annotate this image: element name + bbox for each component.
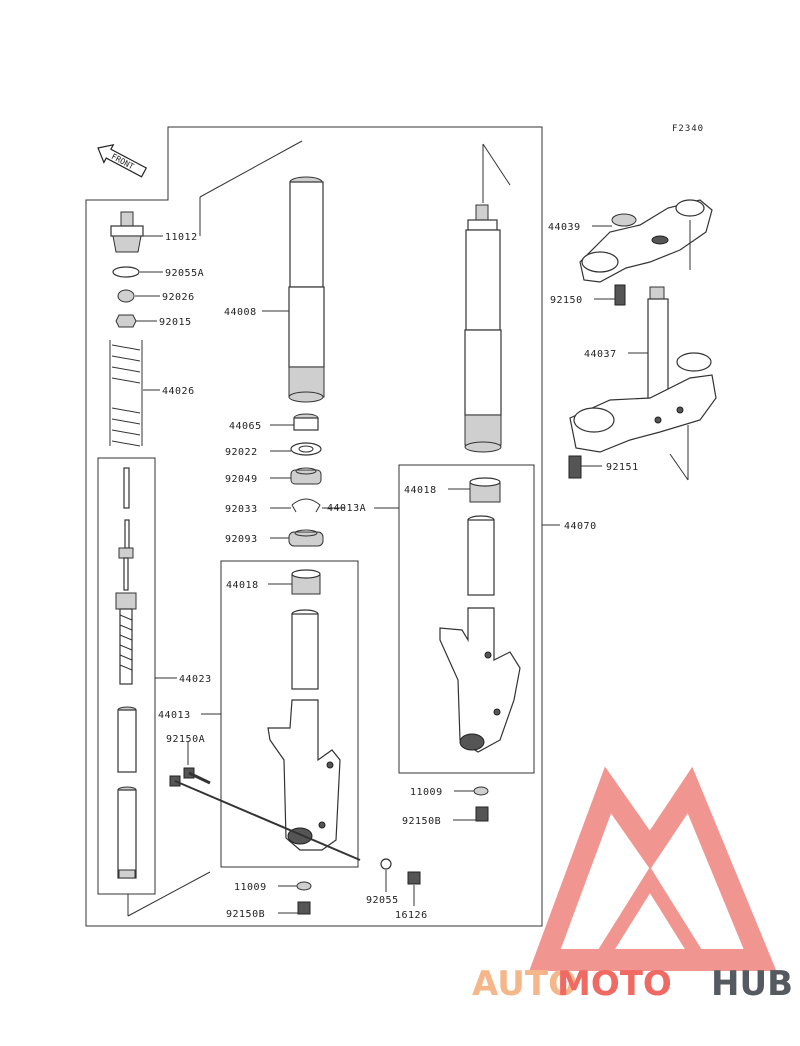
label-44070: 44070 [564,521,597,532]
front-arrow-icon: FRONT [97,143,148,178]
label-92093: 92093 [225,534,258,545]
label-92055a: 92055A [165,268,204,279]
socket-bolt-bottom-part [297,901,311,915]
watermark-logo [529,766,777,971]
gasket-right-part [473,786,489,796]
drain-bolt-part [407,871,421,885]
label-92150: 92150 [550,295,583,306]
lower-clamp-bolt-part [568,455,582,479]
label-44039: 44039 [548,222,581,233]
outer-frame [85,126,543,927]
bushing-part [293,413,319,431]
reference-code: F2340 [672,124,704,134]
watermark-moto: MOTO [557,964,672,1004]
nut-part [115,314,137,328]
label-44018-left: 44018 [226,580,259,591]
watermark-auto: AUTO [472,964,577,1004]
washer-part [290,442,322,456]
label-44065: 44065 [229,421,262,432]
label-92150b-bottom: 92150B [226,909,265,920]
watermark-hub: HUB [711,964,793,1004]
slide-bushing-right-part [469,477,501,503]
label-44018-right: 44018 [404,485,437,496]
damper-box [97,457,156,895]
label-92150a: 92150A [166,734,205,745]
spring-part [109,340,143,447]
label-92022: 92022 [225,447,258,458]
gasket-part [296,881,312,891]
damper-rod-part [115,467,137,685]
label-44013: 44013 [158,710,191,721]
pinch-bolt-part [169,767,361,861]
label-44026: 44026 [162,386,195,397]
inner-tube-right-part [439,515,521,753]
clamp-bolt-part [614,284,626,306]
label-92150b-right: 92150B [402,816,441,827]
top-bolt-part [110,211,144,253]
label-11012: 11012 [165,232,198,243]
outer-tube-part [288,176,325,403]
label-92049: 92049 [225,474,258,485]
oil-seal-part [290,467,322,485]
damper-tube-part [117,706,137,879]
label-44013a: 44013A [327,503,366,514]
circlip-part [291,498,321,513]
label-92033: 92033 [225,504,258,515]
upper-clamp-part [579,199,713,283]
label-44008: 44008 [224,307,257,318]
label-44023: 44023 [179,674,212,685]
slide-bushing-left-part [291,569,321,595]
small-o-ring-part [380,858,392,870]
label-16126: 16126 [395,910,428,921]
label-92055: 92055 [366,895,399,906]
label-11009-bottom: 11009 [234,882,267,893]
fork-assembly-part [464,204,502,453]
label-11009-right: 11009 [410,787,443,798]
inner-tube-box-right [398,464,535,774]
collar-part [117,289,135,303]
watermark-text: AUTO MOTO HUB [472,964,793,1004]
lower-clamp-part [569,286,717,453]
label-92151: 92151 [606,462,639,473]
label-92026: 92026 [162,292,195,303]
o-ring-part [112,266,140,278]
inner-tube-left-part [267,609,341,851]
dust-seal-part [288,529,324,547]
label-92015: 92015 [159,317,192,328]
socket-bolt-right-part [475,806,489,822]
label-44037: 44037 [584,349,617,360]
